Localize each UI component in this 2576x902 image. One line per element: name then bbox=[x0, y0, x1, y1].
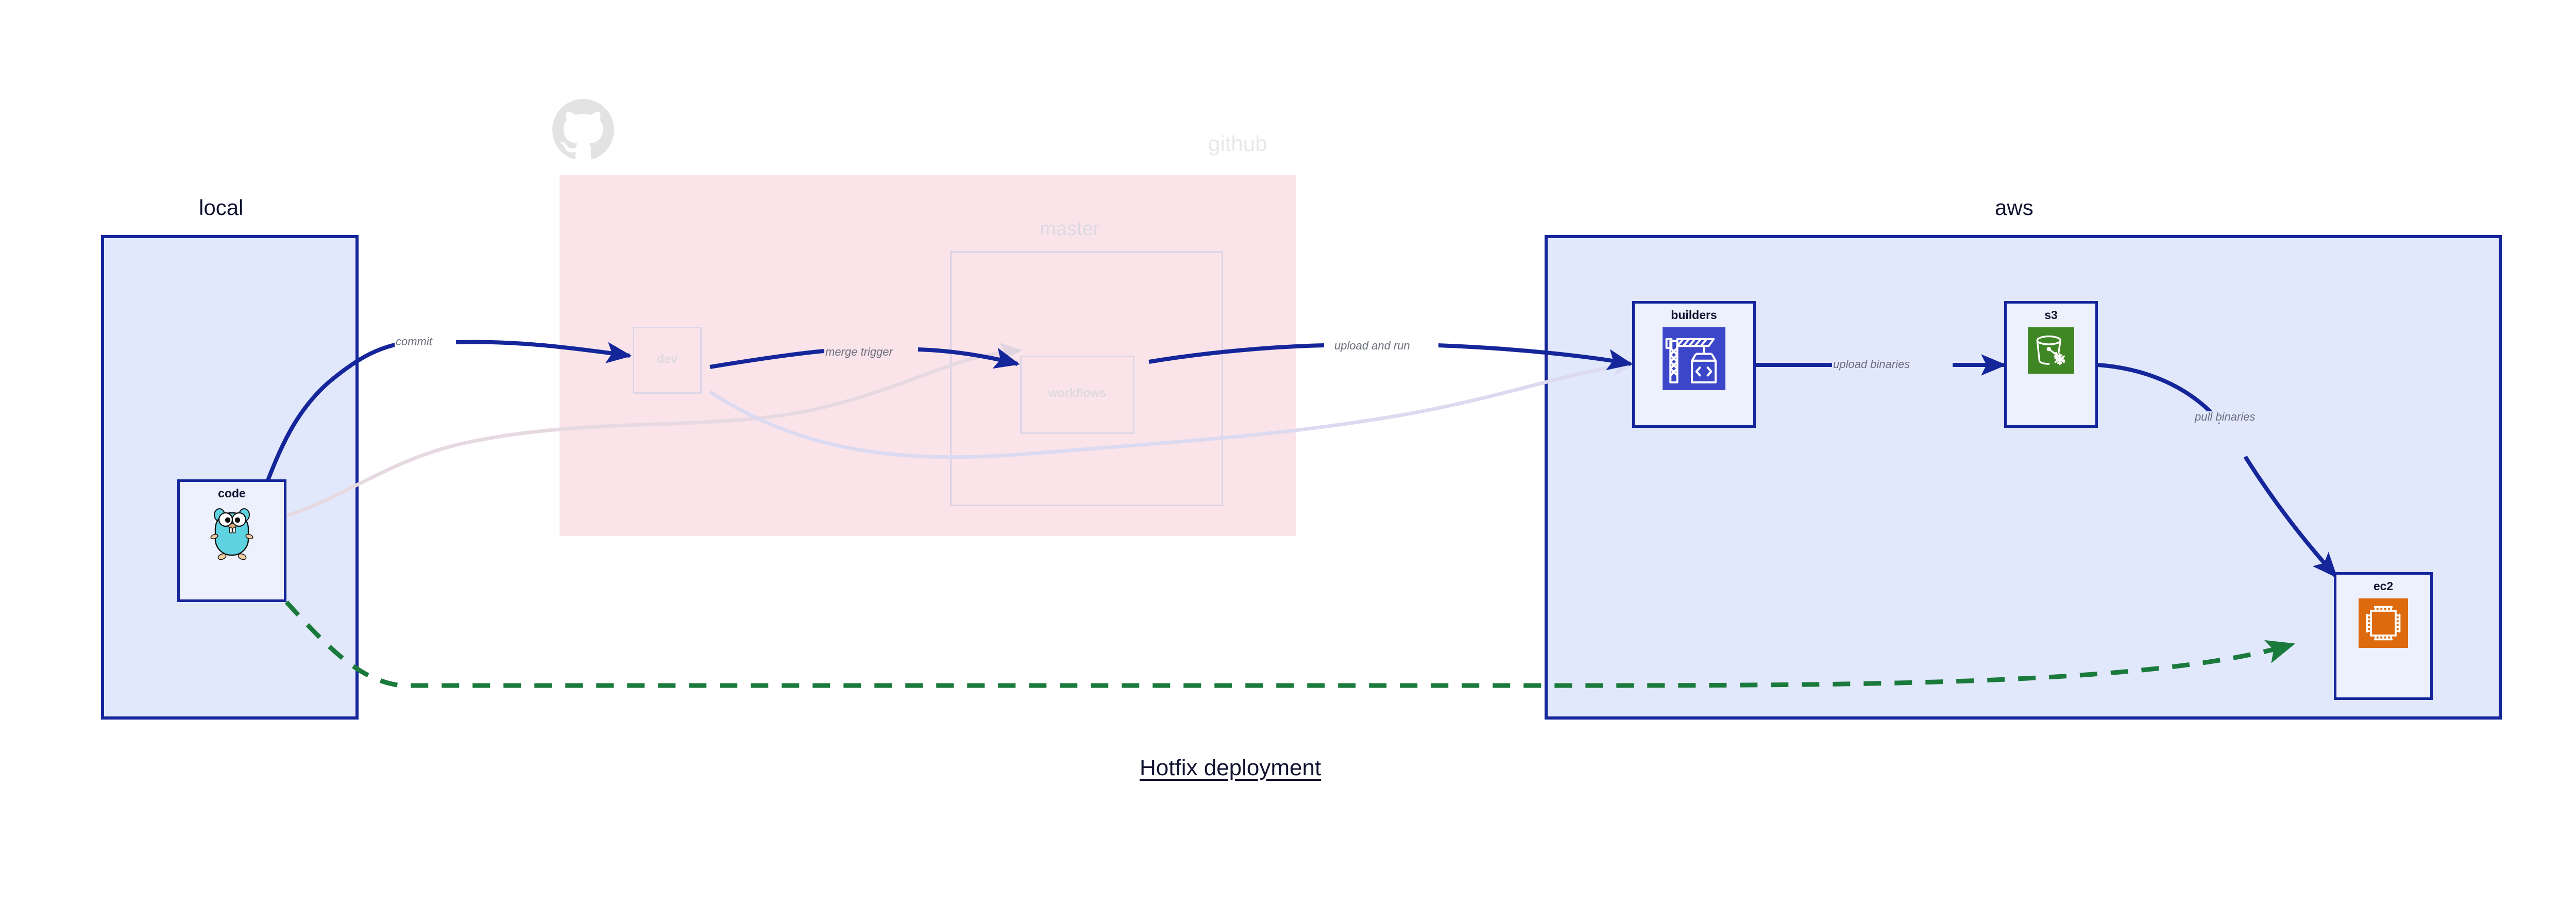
node-ec2-label: ec2 bbox=[2373, 579, 2394, 593]
cluster-aws-label: aws bbox=[1995, 195, 2033, 220]
node-builders-label: builders bbox=[1671, 308, 1717, 322]
cluster-local bbox=[101, 235, 359, 720]
node-builders[interactable]: builders bbox=[1632, 301, 1756, 428]
edge-label-upload-and-run: upload and run bbox=[1333, 339, 1411, 352]
subcluster-master-label: master bbox=[1040, 218, 1100, 240]
cluster-github-label: github bbox=[1208, 131, 1267, 156]
node-s3-label: s3 bbox=[2044, 308, 2058, 322]
aws-ec2-chip-icon bbox=[2359, 598, 2408, 650]
page-title: Hotfix deployment bbox=[1140, 755, 1321, 780]
aws-codebuild-icon bbox=[1663, 327, 1725, 393]
node-ec2[interactable]: ec2 bbox=[2334, 572, 2433, 700]
go-gopher-icon bbox=[208, 506, 256, 566]
node-s3[interactable]: s3 bbox=[2004, 301, 2098, 428]
cluster-local-label: local bbox=[199, 195, 244, 220]
node-workflows-label: workflows bbox=[1048, 386, 1107, 399]
node-dev[interactable]: dev bbox=[633, 327, 702, 394]
aws-s3-glacier-icon bbox=[2028, 327, 2074, 376]
edge-label-commit: commit bbox=[395, 335, 433, 348]
github-octocat-icon bbox=[552, 97, 614, 163]
edge-label-merge-trigger: merge trigger bbox=[824, 345, 894, 358]
node-workflows[interactable]: workflows bbox=[1020, 356, 1134, 434]
edge-label-upload-binaries: upload binaries bbox=[1832, 358, 1911, 371]
node-dev-label: dev bbox=[657, 352, 677, 365]
node-code[interactable]: code bbox=[177, 479, 286, 602]
node-code-label: code bbox=[218, 487, 246, 500]
edge-label-pull-binaries: pull binaries bbox=[2194, 410, 2257, 423]
